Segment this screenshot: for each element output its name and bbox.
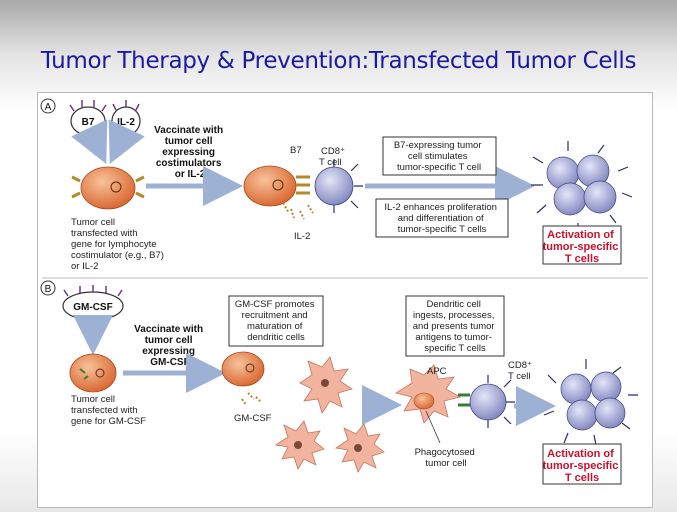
arrow-b7-to-cell [71, 119, 108, 165]
gmcsf-secretion [241, 392, 262, 406]
tumor-cell-b-vaccine-nucleus [245, 363, 255, 373]
il2-plasmid-label: IL-2 [117, 117, 135, 128]
apc-tcell-binding [458, 393, 470, 407]
b7-plasmid-label: B7 [82, 117, 95, 128]
cd8-label-a: CD8⁺ [321, 146, 345, 157]
tumor-cell-b-description: Tumor cell transfected with gene for GM-… [71, 394, 146, 427]
tcell-label-a: T cell [319, 157, 342, 168]
gmcsf-plasmid-spikes [63, 285, 123, 297]
box-dc-ingests [405, 295, 505, 357]
box-b7-stimulates-text: B7-expressing tumor cell stimulates tumo… [394, 140, 484, 173]
tcell-label-b: T cell [508, 371, 531, 382]
il2-label: IL-2 [294, 231, 310, 242]
activation-a-box [542, 225, 622, 265]
activated-tcells-a [531, 141, 633, 233]
tumor-cell-b-vaccine [221, 351, 265, 387]
tumor-cell-a-vaccine [243, 165, 297, 207]
gmcsf-plasmid-label: GM-CSF [73, 302, 112, 313]
gmcsf-label: GM-CSF [234, 413, 272, 424]
box-b7-stimulates [382, 136, 497, 176]
box-dc-ingests-text: Dendritic cell ingests, processes, and p… [413, 299, 498, 354]
arrow-il2-to-cell [108, 119, 145, 165]
activation-b-box [542, 443, 622, 485]
panel-a: A B7 IL-2 Tumor cell transfected with ge… [40, 98, 633, 272]
tumor-cell-a-vaccine-nucleus [272, 179, 284, 191]
t-cell-b-receptors [487, 375, 515, 428]
slide-title: Tumor Therapy & Prevention:Transfected T… [40, 48, 637, 74]
vaccinate-b-text: Vaccinate with tumor cell expressing GM-… [134, 324, 206, 368]
panel-b: B GM-CSF Tumor cell transfected with gen… [40, 280, 638, 485]
phagocytosed-label: Phagocytosed tumor cell [415, 447, 478, 469]
t-cell-a-receptors [333, 159, 363, 213]
phagocytosed-pointer [425, 410, 441, 444]
figure-diagram: A B7 IL-2 Tumor cell transfected with ge… [40, 98, 648, 485]
box-gmcsf-promotes-text: GM-CSF promotes recruitment and maturati… [235, 299, 317, 343]
phagocytosed-tumor-cell [413, 392, 435, 410]
tumor-cell-b [69, 353, 117, 393]
tumor-cell-b-nucleus [95, 368, 105, 378]
tumor-cell-a-nucleus [110, 181, 122, 193]
panel-b-marker-circle [40, 280, 56, 296]
costimulator-molecules-a [71, 175, 145, 199]
activation-b-text: Activation of tumor-specific T cells [543, 448, 622, 484]
activated-tcells-b [543, 359, 638, 446]
box-il2-enhances-text: IL-2 enhances proliferation and differen… [384, 202, 499, 235]
b7-label: B7 [290, 145, 302, 156]
tumor-cell-a [80, 166, 136, 210]
panel-a-marker-circle [40, 98, 56, 114]
box-il2-enhances [375, 198, 509, 238]
b7-binding [296, 175, 310, 195]
il2-secretion [282, 202, 314, 220]
cd8-label-b: CD8⁺ [508, 360, 532, 371]
tumor-cell-a-description: Tumor cell transfected with gene for lym… [71, 217, 167, 272]
figure-panel: A B7 IL-2 Tumor cell transfected with ge… [37, 92, 653, 508]
box-gmcsf-promotes [228, 295, 324, 347]
apc-label: APC [427, 366, 447, 377]
t-cell-a [314, 166, 354, 206]
activation-a-text: Activation of tumor-specific T cells [543, 229, 622, 265]
plasmid-spikes [69, 100, 140, 112]
dendritic-cells [274, 356, 385, 473]
vaccinate-a-text: Vaccinate with tumor cell expressing cos… [154, 125, 226, 180]
panel-a-marker: A [45, 102, 52, 113]
t-cell-b [469, 383, 507, 421]
tumor-cell-b-gmcsf [79, 368, 89, 380]
panel-b-marker: B [45, 284, 52, 295]
